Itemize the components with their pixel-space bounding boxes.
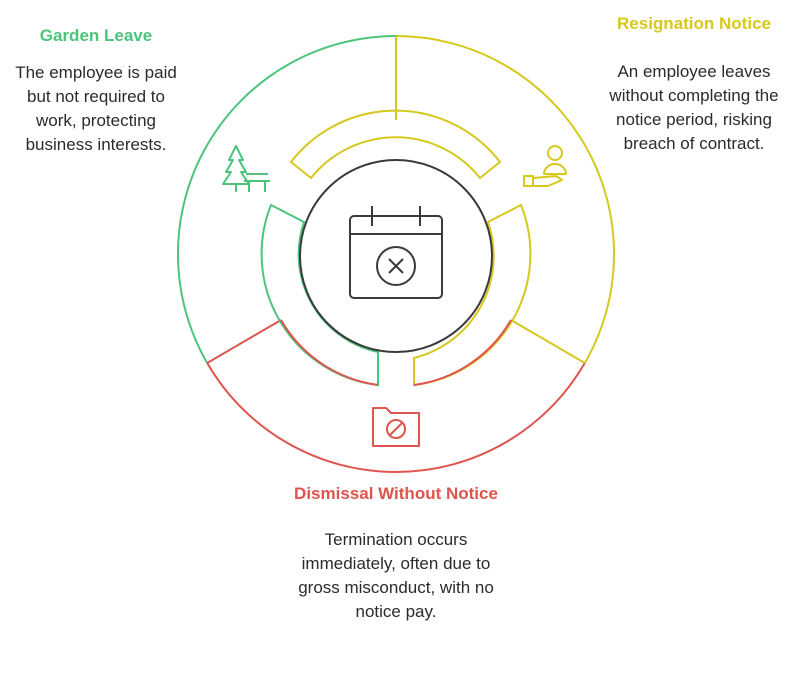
garden-outer-arc <box>177 35 397 364</box>
dismissal-outer-arc <box>206 362 586 474</box>
center-circle <box>299 159 493 353</box>
dismissal-title: Dismissal Without Notice <box>294 484 498 503</box>
garden-leave-description: The employee is paid but not required to… <box>15 63 177 154</box>
person-hand-icon <box>523 145 567 187</box>
garden-leave-title: Garden Leave <box>39 26 153 45</box>
resignation-outer-arc <box>395 35 615 364</box>
tree-bench-icon <box>222 145 270 192</box>
folder-prohibited-icon <box>372 407 420 447</box>
dismissal-garden-divider <box>206 319 282 364</box>
dismissal-inner-overlay <box>280 319 512 386</box>
resignation-notice-title: Resignation Notice <box>617 14 771 33</box>
resignation-notice-description: An employee leaves without completing th… <box>609 62 779 153</box>
garden-inner-segment <box>289 109 502 180</box>
resignation-dismissal-divider <box>510 319 586 364</box>
dismissal-description: Termination occurs immediately, often du… <box>298 530 494 621</box>
calendar-cancel-icon <box>349 206 443 299</box>
